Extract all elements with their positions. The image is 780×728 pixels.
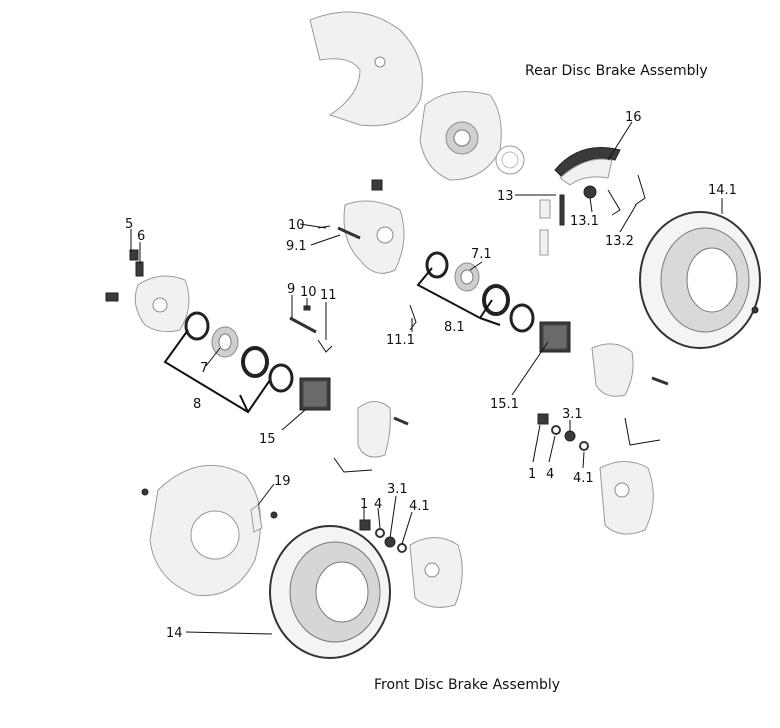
callout-7: 7 [200,361,208,376]
callout-4-front: 4 [374,497,382,512]
bracket-line-8-1 [416,267,501,326]
spring-11-1 [409,304,417,331]
callout-labels: 16 13 13.1 13.2 14.1 5 6 10 9.1 9 10 11 … [125,110,737,641]
callout-16: 16 [625,110,642,125]
callout-13-2: 13.2 [605,234,634,249]
callout-8: 8 [193,397,201,412]
callout-9: 9 [287,282,295,297]
callout-4-1-front: 4.1 [409,499,430,514]
front-dust-shield [141,464,262,597]
callout-10-lower: 10 [300,285,317,300]
callout-13-1: 13.1 [570,214,599,229]
pin-9-1 [317,225,361,240]
rear-seal-ring [495,145,525,175]
callout-13: 13 [497,189,514,204]
bracket-19 [250,504,278,533]
left-brake-pads [299,377,331,411]
callout-4-1-rear: 4.1 [573,471,594,486]
callout-1-front: 1 [360,497,368,512]
front-caliper-bracket [333,401,409,473]
left-caliper-housing [105,249,190,333]
leader-lines [130,121,723,635]
callout-8-1: 8.1 [444,320,465,335]
callout-11-1: 11.1 [386,333,415,348]
front-bleeder-hardware [359,519,407,553]
callout-14-1: 14.1 [708,183,737,198]
callout-3-1-front: 3.1 [387,482,408,497]
left-piston-seal-kit [184,311,294,393]
callout-9-1: 9.1 [286,239,307,254]
rear-assembly-title: Rear Disc Brake Assembly [525,63,708,79]
bracket-line-8 [163,329,271,414]
right-caliper-bracket [591,343,669,446]
callout-15-1: 15.1 [490,397,519,412]
rear-piston-seal-kit [425,251,535,333]
front-assembly-title: Front Disc Brake Assembly [374,677,561,693]
callout-5: 5 [125,217,133,232]
callout-7-1: 7.1 [471,247,492,262]
callout-15: 15 [259,432,276,447]
rear-bleeder-hardware [537,413,589,451]
callout-10-upper: 10 [288,218,305,233]
rear-brake-rotor [639,211,761,349]
rear-dust-shield [309,11,423,127]
rear-hub-carrier [419,91,502,181]
callout-4-rear: 4 [546,467,554,482]
callout-6: 6 [137,229,145,244]
parking-brake-shoe [554,147,621,186]
rear-caliper-housing [343,179,405,274]
callout-11: 11 [320,288,337,303]
callout-1-rear: 1 [528,467,536,482]
rear-brake-pads [539,321,571,353]
callout-19: 19 [274,474,291,489]
rear-small-hardware [539,174,646,256]
callout-3-1-rear: 3.1 [562,407,583,422]
callout-14: 14 [166,626,183,641]
front-brake-rotor [269,525,391,659]
right-caliper-housing [599,461,654,535]
front-caliper-housing [409,537,463,608]
